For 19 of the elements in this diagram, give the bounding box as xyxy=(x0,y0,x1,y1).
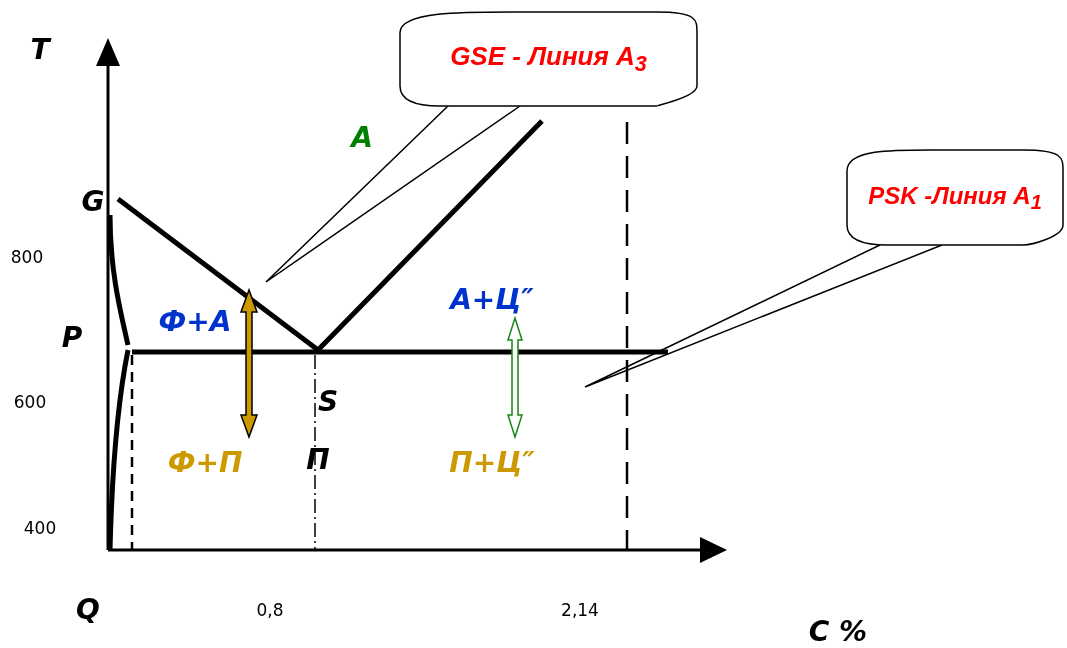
phase-label: А xyxy=(351,124,373,152)
callout-text: GSE - Линия А$_{3}$ xyxy=(449,42,648,76)
phase-label: Ф+А xyxy=(158,308,232,336)
callout-text: PSK -Линия А$_{1}$ xyxy=(867,182,1043,213)
point-label: П xyxy=(306,446,330,474)
axis-label: C % xyxy=(808,618,868,646)
phase-label: П+Ц″ xyxy=(449,449,535,477)
phase-label: А+Ц″ xyxy=(450,286,534,314)
axis-label: T xyxy=(30,36,50,64)
point-label: G xyxy=(81,188,105,216)
phase-label: Ф+П xyxy=(167,449,243,477)
tick-label: 0,8 xyxy=(256,601,284,619)
tick-label: 600 xyxy=(13,393,47,411)
point-label: P xyxy=(61,324,83,352)
tick-label: 2,14 xyxy=(561,601,599,619)
tick-label: 400 xyxy=(23,519,57,537)
point-label: S xyxy=(317,388,339,416)
point-label: Q xyxy=(76,596,100,624)
tick-label: 800 xyxy=(10,248,44,266)
